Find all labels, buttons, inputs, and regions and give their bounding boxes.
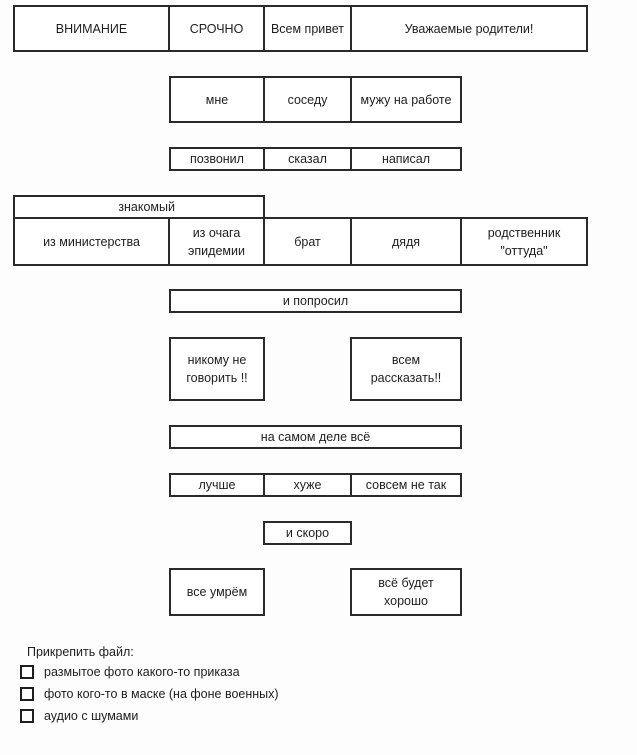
cell-tell-all: всем рассказать!! xyxy=(350,337,462,401)
cell-worse: хуже xyxy=(263,473,352,497)
cell-said: сказал xyxy=(263,147,352,171)
checkbox[interactable] xyxy=(20,665,34,679)
cell-wrote: написал xyxy=(350,147,462,171)
cell-uncle: дядя xyxy=(350,217,462,266)
cell-neighbor: соседу xyxy=(263,76,352,123)
checkbox[interactable] xyxy=(20,687,34,701)
attach-option-label: фото кого-то в маске (на фоне военных) xyxy=(44,687,279,701)
cell-all-die: все умрём xyxy=(169,568,265,616)
cell-not-so: совсем не так xyxy=(350,473,462,497)
cell-urgent: СРОЧНО xyxy=(168,5,265,52)
attach-title: Прикрепить файл: xyxy=(27,645,134,659)
cell-brother: брат xyxy=(263,217,352,266)
cell-better: лучше xyxy=(169,473,265,497)
attach-option[interactable]: аудио с шумами xyxy=(20,709,138,723)
cell-called: позвонил xyxy=(169,147,265,171)
cell-acquaintance: знакомый xyxy=(13,195,265,219)
cell-attention: ВНИМАНИЕ xyxy=(13,5,170,52)
cell-ministry: из министерства xyxy=(13,217,170,266)
cell-soon: и скоро xyxy=(263,521,352,545)
attach-option-label: размытое фото какого-то приказа xyxy=(44,665,240,679)
cell-dear-parents: Уважаемые родители! xyxy=(350,5,588,52)
cell-epidemic: из очага эпидемии xyxy=(168,217,265,266)
cell-hello: Всем привет xyxy=(263,5,352,52)
attach-option-label: аудио с шумами xyxy=(44,709,139,723)
attach-option[interactable]: фото кого-то в маске (на фоне военных) xyxy=(20,687,279,701)
cell-all-good: всё будет хорошо xyxy=(350,568,462,616)
cell-tell-noone: никому не говорить !! xyxy=(169,337,265,401)
cell-husband: мужу на работе xyxy=(350,76,462,123)
cell-relative: родственник "оттуда" xyxy=(460,217,588,266)
attach-option[interactable]: размытое фото какого-то приказа xyxy=(20,665,240,679)
checkbox[interactable] xyxy=(20,709,34,723)
cell-actually: на самом деле всё xyxy=(169,425,462,449)
cell-me: мне xyxy=(169,76,265,123)
cell-asked: и попросил xyxy=(169,289,462,313)
